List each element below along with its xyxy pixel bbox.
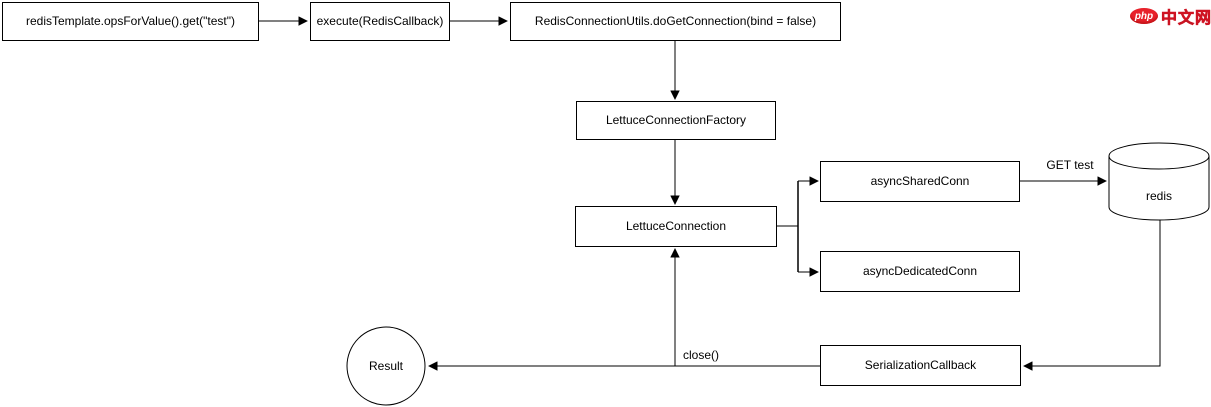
node-redis-template-call: redisTemplate.opsForValue().get("test") xyxy=(2,2,259,41)
edge-label-close: close() xyxy=(681,348,722,362)
redis-cylinder-shape xyxy=(1108,142,1210,221)
php-cn-site-text: 中文网 xyxy=(1161,10,1211,28)
node-async-dedicated-conn: asyncDedicatedConn xyxy=(820,251,1020,292)
node-do-get-connection: RedisConnectionUtils.doGetConnection(bin… xyxy=(510,2,841,41)
result-circle-shape xyxy=(346,326,426,406)
edge-label-get-test: GET test xyxy=(1038,158,1102,172)
node-lettuce-connection: LettuceConnection xyxy=(575,206,777,247)
node-async-shared-conn: asyncSharedConn xyxy=(820,161,1020,202)
result-label: Result xyxy=(368,359,403,373)
php-logo-badge: php xyxy=(1130,8,1158,24)
node-execute-callback: execute(RedisCallback) xyxy=(310,2,450,41)
php-cn-watermark: php 中文网 xyxy=(1130,4,1211,28)
node-serialization-callback: SerializationCallback xyxy=(820,345,1021,386)
edge-redis-to-serializationcallback xyxy=(1023,220,1161,371)
redis-db-label: redis xyxy=(1145,189,1172,203)
node-lettuce-connection-factory: LettuceConnectionFactory xyxy=(576,101,776,140)
